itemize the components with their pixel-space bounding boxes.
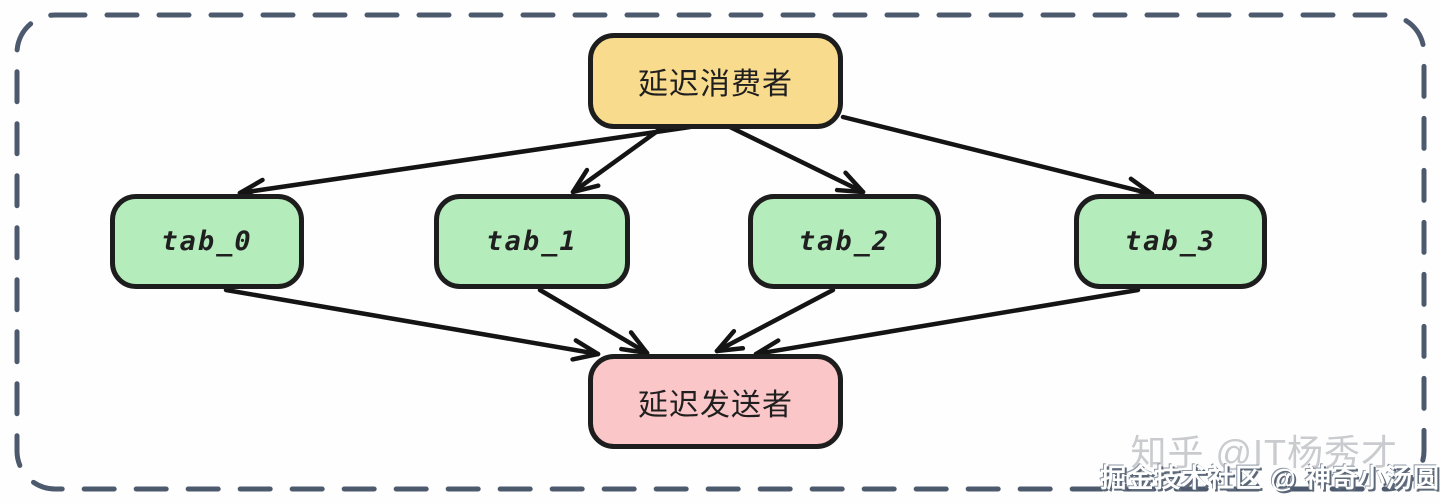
arrow-tab_2-to-sender [714,328,737,354]
arrow-consumer-to-tab_1 [570,124,666,195]
arrow-consumer-to-tab_2 [843,170,866,195]
arrow-consumer-to-tab_2 [727,124,866,195]
arrow-tab_0-to-sender [223,287,601,357]
arrow-tab_1-to-sender [537,287,650,356]
watermark-zhihu: 知乎 @IT杨秀才 [1130,432,1398,473]
arrow-tab_0-to-sender [573,338,601,357]
node-tab-1: tab_1 [434,194,630,289]
arrow-tab_1-to-sender [619,346,650,356]
node-delay-sender: 延迟发送者 [588,354,843,449]
node-delay-consumer: 延迟消费者 [588,33,843,129]
arrow-tab_3-to-sender [753,287,1141,357]
arrow-tab_1-to-sender [628,330,650,356]
node-label: tab_2 [798,226,891,257]
arrow-consumer-to-tab_1 [570,183,601,195]
arrow-consumer-to-tab_0 [237,124,693,196]
arrow-tab_2-to-sender [714,346,746,354]
arrow-tab_0-to-sender [570,351,601,362]
node-label: 延迟发送者 [638,388,793,422]
node-label: tab_3 [1124,226,1217,257]
arrow-consumer-to-tab_2 [834,187,866,195]
arrow-consumer-to-tab_3 [1128,176,1155,197]
node-tab-0: tab_0 [110,194,304,289]
node-tab-3: tab_3 [1074,194,1267,289]
arrow-consumer-to-tab_3 [840,114,1155,197]
arrow-consumer-to-tab_1 [570,167,590,195]
watermark-juejin: 掘金技术社区 @ 神奇小汤圆 [1100,463,1440,493]
dashed-frame [14,12,1427,492]
node-label: 延迟消费者 [638,68,793,101]
node-label: tab_0 [161,226,253,257]
arrow-consumer-to-tab_0 [237,177,265,196]
node-tab-2: tab_2 [748,194,941,289]
arrow-tab_3-to-sender [753,338,781,357]
arrow-tab_2-to-sender [714,287,836,354]
node-label: tab_1 [486,226,578,257]
